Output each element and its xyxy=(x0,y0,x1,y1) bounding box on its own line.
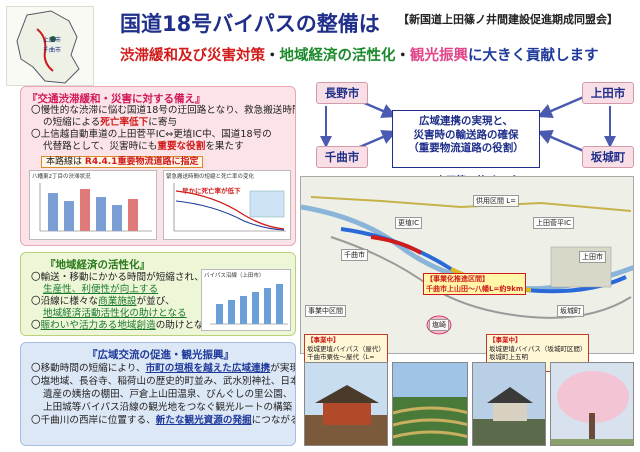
place-label-sakaki: 坂城町 xyxy=(557,305,584,317)
photo-castle-graphic xyxy=(473,363,545,445)
photo-cherry-blossom-graphic xyxy=(551,363,633,445)
subtitle-separator: ・ xyxy=(265,48,280,64)
text: が実現 xyxy=(270,363,295,374)
text: を果たす xyxy=(205,141,244,152)
text: 〇 xyxy=(31,320,41,331)
economy-chart: バイパス沿線（上田市） xyxy=(201,269,291,331)
city-chikuma: 千曲市 xyxy=(316,146,368,168)
economy-bullet-1b: 生産性、利便性が向上する xyxy=(43,284,159,295)
emergency-chart: 緊急搬送時間の短縮と死亡率の変化 早かに死亡率が低下 xyxy=(163,170,291,240)
photo-rice-terraces xyxy=(392,362,468,446)
organization-name: 【新国道上田篠ノ井間建設促進期成同盟会】 xyxy=(398,13,618,26)
traffic-bullet-2a: 〇上信越自動車道の上田菅平IC⇔更埴IC中、国道18号の xyxy=(31,129,272,140)
page-title: 国道18号バイパスの整備は xyxy=(120,12,380,36)
traffic-bullet-1b: の短縮による死亡率低下に寄与 xyxy=(43,117,177,129)
text: 〇沿線に様々な xyxy=(31,296,99,307)
economy-bullet-3: 地域経済活動活性化の助けとなる xyxy=(43,308,187,319)
place-label-ueda: 上田市 xyxy=(579,251,606,263)
photo-rice-terraces-graphic xyxy=(393,363,467,445)
place-label-kotoku-ic: 更埴IC xyxy=(395,217,422,229)
open-section-label: 供用区間 L= xyxy=(473,195,519,207)
city-nagano: 長野市 xyxy=(316,82,368,104)
photo-temple-graphic xyxy=(305,363,387,445)
photo-castle xyxy=(472,362,546,446)
tourism-panel-heading: 『広域交流の促進・観光振興』 xyxy=(87,349,234,361)
economy-chart-graphic xyxy=(210,284,288,325)
highlight-text: 死亡率低下 xyxy=(100,117,149,128)
text: の助けとなる xyxy=(155,320,213,331)
traffic-note: 本路線は R4.4.1重要物流道路に指定 xyxy=(41,154,204,168)
economy-bullet-1: 〇輸送・移動にかかる時間が短縮され、 xyxy=(31,272,204,283)
active-section-detail: 千曲市上山田～八幡L=約9km xyxy=(426,285,524,293)
text: の短縮による xyxy=(43,117,101,128)
subtitle-segment: 地域経済の活性化 xyxy=(279,48,396,64)
status-line: 坂城町上五明 xyxy=(489,353,528,361)
photo-cherry-blossom xyxy=(550,362,634,446)
status-title: 【事業中】 xyxy=(489,336,522,344)
route-map-graphic xyxy=(301,177,633,353)
center-line-3: （重要物流道路の役割） xyxy=(408,142,524,154)
place-label-chikuma: 千曲市 xyxy=(341,249,368,261)
status-line: 千曲市粟佐～屋代（L= xyxy=(307,353,375,361)
congestion-chart: 八幡東2丁目の渋滞状況 xyxy=(29,170,157,240)
congestion-chart-graphic xyxy=(39,183,152,232)
economy-chart-title: バイパス沿線（上田市） xyxy=(204,273,265,279)
traffic-panel-heading: 『交通渋滞緩和・災害に対する備え』 xyxy=(27,93,206,105)
economy-panel-heading: 『地域経済の活性化』 xyxy=(45,259,150,271)
center-message: 広域連携の実現と、 災害時の輸送路の確保 （重要物流道路の役割） xyxy=(392,110,540,168)
under-construction-label: 事業中区間 xyxy=(305,305,346,317)
traffic-panel: 『交通渋滞緩和・災害に対する備え』 〇慢性的な渋滞に悩む国道18号の迂回路となり… xyxy=(20,86,296,246)
city-sakaki: 坂城町 xyxy=(582,146,634,168)
active-section-label: 【事業化推進区間】 千曲市上山田～八幡L=約9km xyxy=(423,273,527,295)
tourism-bullet-5: 〇千曲川の西岸に位置する、新たな観光資源の発掘につながる xyxy=(31,415,296,427)
economy-bullet-2: 〇沿線に様々な商業施設が並び、 xyxy=(31,296,175,308)
photo-temple xyxy=(304,362,388,446)
center-line-2: 災害時の輸送路の確保 xyxy=(413,128,519,141)
text: 〇千曲川の西岸に位置する、 xyxy=(31,415,156,426)
subtitle-segment: 渋滞緩和及び災害対策 xyxy=(120,48,265,64)
highlight-text: 商業施設 xyxy=(98,296,137,307)
text: に寄与 xyxy=(148,117,178,128)
economy-bullet-4: 〇賑わいや活力ある地域創造の助けとなる xyxy=(31,320,213,332)
center-line-1: 広域連携の実現と、 xyxy=(418,115,514,127)
tourism-panel: 『広域交流の促進・観光振興』 〇移動時間の短縮により、市町の垣根を越えた広域連携… xyxy=(20,342,296,446)
page-subtitle: 渋滞緩和及び災害対策・地域経済の活性化・観光振興に大きく貢献します xyxy=(120,44,599,65)
tourism-bullet-4: 上田城等バイパス沿線の観光地をつなぐ観光ルートの構築 xyxy=(43,402,293,413)
place-label-ueda-ic: 上田菅平IC xyxy=(533,217,574,229)
tourism-bullet-1: 〇移動時間の短縮により、市町の垣根を越えた広域連携が実現 xyxy=(31,363,295,375)
emergency-chart-callout: 早かに死亡率が低下 xyxy=(182,187,241,195)
emergency-chart-graphic xyxy=(173,183,286,232)
highlight-text: R4.4.1重要物流道路に指定 xyxy=(84,157,199,167)
text: 本路線は xyxy=(46,157,83,167)
highlight-text: 市町の垣根を越えた広域連携 xyxy=(145,363,271,374)
subtitle-segment: 観光振興 xyxy=(410,48,468,64)
status-title: 【事業中】 xyxy=(307,336,340,344)
subtitle-separator: ・ xyxy=(395,48,411,64)
tourism-bullet-2: 〇塩地域、長谷寺、稲荷山の歴史的町並み、武水別神社、日本 xyxy=(31,376,296,387)
text: が並び、 xyxy=(136,296,175,307)
place-label-shiozaki: 塩崎 xyxy=(429,319,449,331)
emergency-chart-title: 緊急搬送時間の短縮と死亡率の変化 xyxy=(166,174,255,180)
route-map: 【事業化推進区間】 千曲市上山田～八幡L=約9km 供用区間 L= 事業中区間 … xyxy=(300,176,634,354)
traffic-bullet-1a: 〇慢性的な渋滞に悩む国道18号の迂回路となり、救急搬送時間 xyxy=(31,105,296,116)
status-line: 坂城更埴バイパス（坂城町区間） xyxy=(489,344,587,353)
text: 代替路として、災害時にも xyxy=(43,141,158,152)
prefecture-map-graphic xyxy=(16,10,80,84)
active-section-title: 【事業化推進区間】 xyxy=(426,275,489,283)
highlight-text: 賑わいや活力ある地域創造 xyxy=(40,320,156,331)
status-line: 坂城更埴バイパス（屋代） xyxy=(307,344,385,353)
congestion-chart-title: 八幡東2丁目の渋滞状況 xyxy=(32,174,91,180)
thumb-label-ueda: 上田市 xyxy=(43,37,62,44)
text: につながる xyxy=(251,415,296,426)
tourism-bullet-3: 遺産の姨捨の棚田、戸倉上山田温泉、びんぐしの里公園、 xyxy=(43,389,293,400)
highlight-text: 重要な役割 xyxy=(157,141,206,152)
text: 〇移動時間の短縮により、 xyxy=(31,363,146,374)
thumb-label-chikuma: 千曲市 xyxy=(43,47,62,54)
subtitle-segment: に大きく貢献します xyxy=(468,48,599,64)
highlight-text: 新たな観光資源の発掘 xyxy=(155,415,252,426)
city-ueda: 上田市 xyxy=(582,82,634,104)
prefecture-map-thumbnail: 上田市 千曲市 xyxy=(6,6,94,86)
economy-panel: 『地域経済の活性化』 〇輸送・移動にかかる時間が短縮され、 生産性、利便性が向上… xyxy=(20,252,296,336)
traffic-bullet-2b: 代替路として、災害時にも重要な役割を果たす xyxy=(43,141,244,153)
